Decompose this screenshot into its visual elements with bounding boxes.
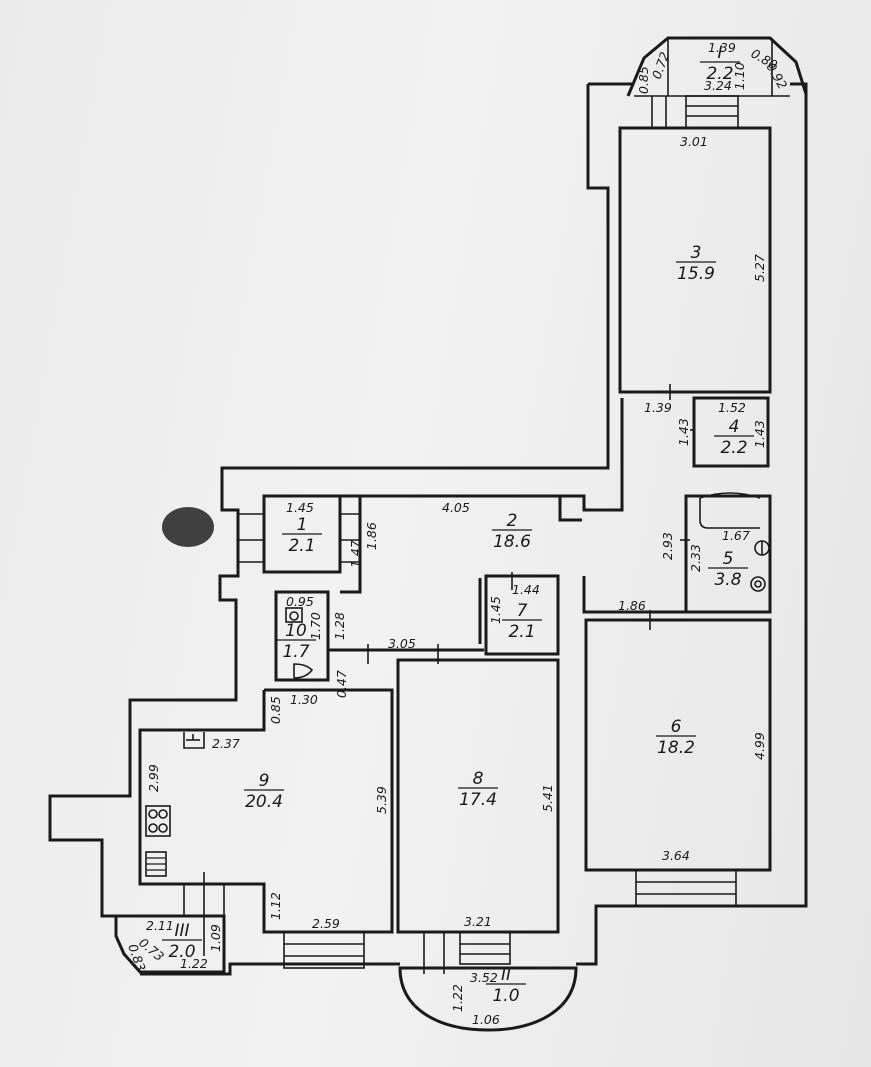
room-3-outline bbox=[618, 126, 772, 394]
dim-label: 2.33 bbox=[688, 544, 703, 572]
dim-label: 3.05 bbox=[388, 636, 416, 651]
room-number: 3 bbox=[691, 243, 702, 263]
dim-label: 0.85 bbox=[636, 66, 651, 94]
room-label-2: 218.6 bbox=[492, 511, 532, 552]
dim-label: 1.39 bbox=[644, 400, 672, 415]
room-4-outline bbox=[692, 396, 770, 468]
dim-label: 5.27 bbox=[752, 254, 767, 282]
dim-label: 4.99 bbox=[752, 732, 767, 760]
room-label-3: 315.9 bbox=[676, 243, 716, 284]
dim-label: 2.37 bbox=[212, 736, 240, 751]
dim-label: 0.72 bbox=[649, 50, 673, 81]
dim-label: 4.05 bbox=[442, 500, 470, 515]
room-number: 9 bbox=[259, 771, 270, 791]
corridor-wall bbox=[360, 398, 624, 512]
dim-label: 1.43 bbox=[752, 420, 767, 448]
dim-label: 3.52 bbox=[470, 970, 498, 985]
dim-label: 1.67 bbox=[722, 528, 750, 543]
room-number: 2 bbox=[507, 511, 518, 531]
dim-label: 5.39 bbox=[374, 786, 389, 814]
dim-label: 1.70 bbox=[308, 612, 323, 640]
room-5-bathroom bbox=[680, 492, 772, 614]
room-number: 8 bbox=[473, 769, 484, 789]
dim-label: 1.06 bbox=[472, 1012, 500, 1027]
room-number: 6 bbox=[671, 717, 682, 737]
dim-label: 1.30 bbox=[290, 692, 318, 707]
room-label-ii: II1.0 bbox=[486, 965, 526, 1006]
room-area: 2.1 bbox=[508, 622, 535, 642]
room-area: 1.0 bbox=[492, 986, 519, 1006]
dim-label: 1.45 bbox=[488, 596, 503, 624]
room-label-10: 101.7 bbox=[276, 621, 316, 662]
balcony-ii bbox=[398, 966, 578, 1032]
dim-label: 1.28 bbox=[332, 612, 347, 640]
dim-label: 2.59 bbox=[312, 916, 340, 931]
room-labels: 12.1218.6315.942.253.8618.272.1817.4920.… bbox=[162, 43, 754, 1006]
room-9-outline bbox=[138, 688, 394, 969]
room-number: 5 bbox=[723, 549, 734, 569]
room-1-outline bbox=[238, 494, 362, 594]
room-6-outline bbox=[582, 576, 772, 907]
dim-label: 1.45 bbox=[286, 500, 314, 515]
balcony-iii bbox=[114, 914, 226, 974]
room-number: III bbox=[174, 921, 189, 941]
room-7-outline bbox=[478, 572, 560, 656]
room-label-i: I2.2 bbox=[700, 43, 740, 84]
room-number: 4 bbox=[729, 417, 740, 437]
room-label-7: 72.1 bbox=[502, 601, 542, 642]
room-area: 2.2 bbox=[720, 438, 747, 458]
dim-label: 2.11 bbox=[146, 918, 174, 933]
room-number: 7 bbox=[517, 601, 528, 621]
dim-label: 1.10 bbox=[732, 62, 747, 90]
dim-label: 1.43 bbox=[676, 418, 691, 446]
dim-label: 1.86 bbox=[364, 522, 379, 550]
dim-label: 0.47 bbox=[334, 670, 349, 698]
dim-label: 0.95 bbox=[286, 594, 314, 609]
room-area: 18.2 bbox=[657, 738, 695, 758]
dim-label: 3.64 bbox=[662, 848, 690, 863]
dim-label: 0.85 bbox=[268, 696, 283, 724]
room-area: 2.1 bbox=[288, 536, 315, 556]
dim-label: 1.52 bbox=[718, 400, 746, 415]
room-area: 3.8 bbox=[714, 570, 741, 590]
dim-label: 2.99 bbox=[146, 764, 161, 792]
dim-label: 1.12 bbox=[268, 892, 283, 920]
dim-label: 3.21 bbox=[464, 914, 492, 929]
dim-label: 1.39 bbox=[708, 40, 736, 55]
dim-label: 3.01 bbox=[680, 134, 708, 149]
dim-label: 1.22 bbox=[450, 984, 465, 1012]
room-label-8: 817.4 bbox=[458, 769, 498, 810]
dim-label: 1.44 bbox=[512, 582, 540, 597]
room-number: I bbox=[717, 43, 722, 63]
dim-label: 2.93 bbox=[660, 532, 675, 560]
dim-label: 1.22 bbox=[180, 956, 208, 971]
room-number: 1 bbox=[297, 515, 308, 535]
dim-label: 0.92 bbox=[763, 60, 790, 92]
room-area: 18.6 bbox=[493, 532, 531, 552]
dimension-labels: 0.85 0.72 1.39 0.80 0.92 1.10 3.24 3.01 … bbox=[125, 40, 790, 1027]
dim-label: 1.09 bbox=[208, 924, 223, 952]
room-number: II bbox=[501, 965, 511, 985]
room-label-6: 618.2 bbox=[656, 717, 696, 758]
dim-label: 3.24 bbox=[704, 78, 732, 93]
room-area: 17.4 bbox=[459, 790, 497, 810]
dim-label: 5.41 bbox=[540, 784, 555, 812]
room-area: 1.7 bbox=[282, 642, 309, 662]
room-area: 2.0 bbox=[168, 942, 195, 962]
room-10-outline bbox=[274, 590, 484, 682]
dim-label: 1.86 bbox=[618, 598, 646, 613]
room-label-9: 920.4 bbox=[244, 771, 284, 812]
room-label-4: 42.2 bbox=[714, 417, 754, 458]
room-label-5: 53.8 bbox=[708, 549, 748, 590]
room-number: 10 bbox=[285, 621, 307, 641]
room-area: 2.2 bbox=[706, 64, 733, 84]
dim-label: 1.47 bbox=[348, 540, 363, 568]
room-area: 20.4 bbox=[245, 792, 283, 812]
ink-smudge bbox=[162, 507, 214, 547]
room-label-1: 12.1 bbox=[282, 515, 322, 556]
room-area: 15.9 bbox=[677, 264, 715, 284]
